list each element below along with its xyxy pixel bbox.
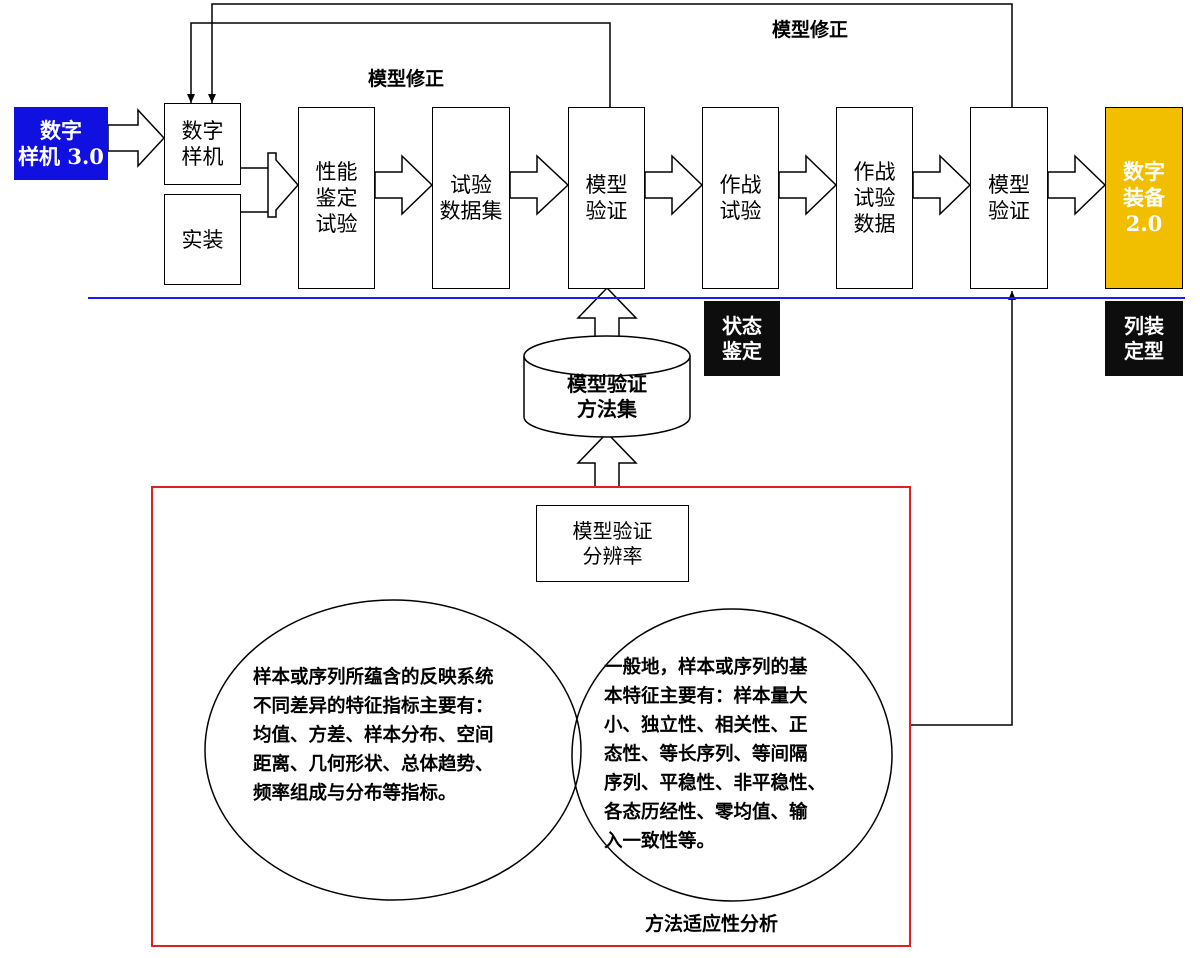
right-ellipse xyxy=(571,608,893,902)
verification-resolution-box: 模型验证 分辨率 xyxy=(536,505,689,582)
feedback-line-inner xyxy=(187,22,611,107)
analysis-to-verify-line xyxy=(910,291,1016,726)
digital-equipment-2-box: 数字 装备 2.0 xyxy=(1105,107,1183,289)
block-arrow-1 xyxy=(107,108,166,168)
block-arrow-2 xyxy=(267,152,299,218)
digital-sample-box: 数字 样机 xyxy=(164,103,241,185)
model-correction-label-outer: 模型修正 xyxy=(772,19,849,41)
left-ellipse-text: 样本或序列所蕴含的反映系统 不同差异的特征指标主要有： 均值、方差、样本分布、空… xyxy=(253,667,494,804)
model-correction-label-inner: 模型修正 xyxy=(368,68,445,90)
performance-test-box: 性能 鉴定 试验 xyxy=(298,107,375,289)
method-set-cylinder xyxy=(523,335,691,438)
real-equipment-box: 实装 xyxy=(164,194,241,285)
combat-test-data-box: 作战 试验 数据 xyxy=(836,107,913,289)
block-arrow-up-2 xyxy=(576,431,638,488)
block-arrow-5 xyxy=(644,154,704,216)
feedback-line-outer xyxy=(208,3,1013,107)
block-arrow-7 xyxy=(912,154,972,216)
block-arrow-8 xyxy=(1047,154,1107,216)
block-arrow-6 xyxy=(778,154,838,216)
block-arrow-3 xyxy=(374,154,434,216)
left-ellipse xyxy=(204,599,582,901)
method-adaptability-caption: 方法适应性分析 xyxy=(645,913,779,935)
state-appraisal-tag: 状态 鉴定 xyxy=(704,301,780,376)
model-verify-box-2: 模型 验证 xyxy=(970,107,1048,289)
method-set-label: 模型验证 方法集 xyxy=(567,372,647,421)
test-dataset-box: 试验 数据集 xyxy=(432,107,510,289)
finalize-tag: 列装 定型 xyxy=(1105,301,1183,376)
model-verify-box-1: 模型 验证 xyxy=(568,107,645,289)
right-ellipse-text: 一般地，样本或序列的基 本特征主要有：样本量大 小、独立性、相关性、正 态性、等… xyxy=(604,657,827,852)
combat-test-box: 作战 试验 xyxy=(702,107,779,289)
block-arrow-4 xyxy=(509,154,570,216)
analysis-panel xyxy=(151,486,911,947)
digital-prototype-3-box: 数字 样机 3.0 xyxy=(14,107,108,180)
